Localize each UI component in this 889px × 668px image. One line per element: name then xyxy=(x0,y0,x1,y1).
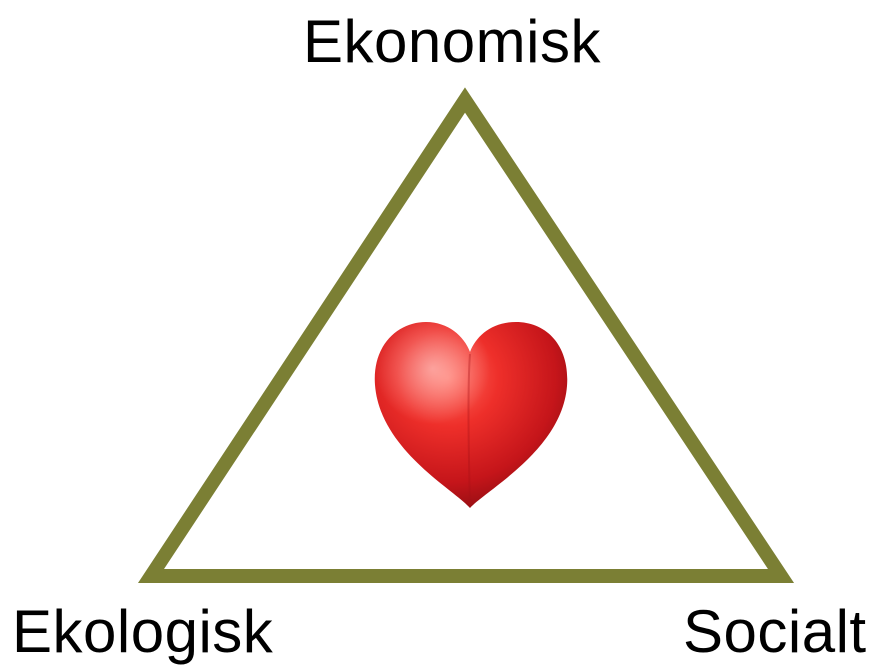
label-socialt: Socialt xyxy=(683,598,867,665)
label-ekologisk: Ekologisk xyxy=(12,598,274,665)
label-ekonomisk: Ekonomisk xyxy=(303,8,601,75)
triangle-outline xyxy=(137,87,795,583)
heart-icon xyxy=(374,322,568,508)
